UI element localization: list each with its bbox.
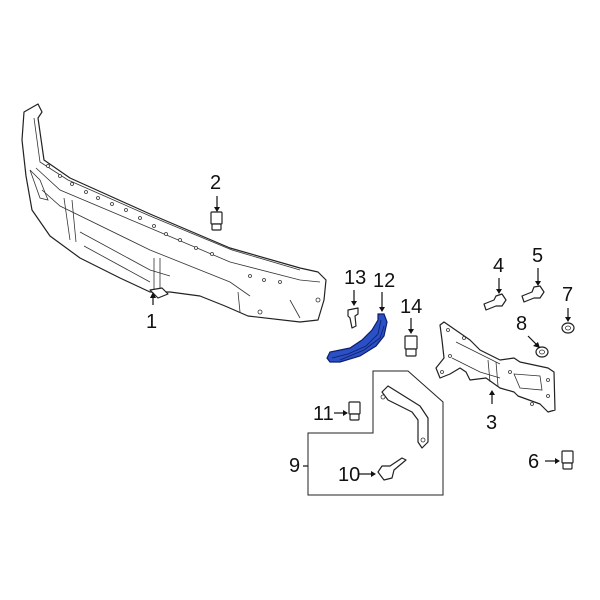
callout-9[interactable]: 9 [289, 455, 301, 477]
bolt-part-5[interactable] [521, 285, 545, 303]
callout-11[interactable]: 11 [313, 403, 334, 425]
bolt-part-4[interactable] [483, 293, 507, 311]
screw-part-13[interactable] [347, 307, 359, 329]
callout-8[interactable]: 8 [516, 313, 528, 335]
callout-13[interactable]: 13 [344, 267, 367, 289]
callout-7[interactable]: 7 [562, 284, 574, 306]
clip-part-11[interactable] [348, 401, 361, 421]
callout-1[interactable]: 1 [146, 311, 158, 333]
clip-part-2[interactable] [210, 211, 223, 231]
callout-5[interactable]: 5 [532, 245, 544, 267]
nut-part-7[interactable] [561, 322, 575, 334]
mounting-bracket-part-3[interactable] [435, 321, 556, 413]
washer-part-8[interactable] [535, 346, 549, 358]
callout-3[interactable]: 3 [486, 412, 498, 434]
callout-14[interactable]: 14 [400, 296, 423, 318]
callout-4[interactable]: 4 [493, 255, 505, 277]
callout-12[interactable]: 12 [373, 270, 396, 292]
clip-part-14[interactable] [404, 335, 418, 357]
bumper-part[interactable] [21, 103, 327, 323]
callout-2[interactable]: 2 [210, 172, 222, 194]
callout-10[interactable]: 10 [338, 464, 361, 486]
clip-part-6[interactable] [561, 450, 574, 470]
brace-arm[interactable] [380, 385, 429, 449]
bolt-part-10[interactable] [377, 457, 407, 481]
highlighted-bracket-part-12[interactable] [326, 313, 388, 363]
kit-box-9 [307, 370, 444, 496]
callout-6[interactable]: 6 [528, 451, 540, 473]
